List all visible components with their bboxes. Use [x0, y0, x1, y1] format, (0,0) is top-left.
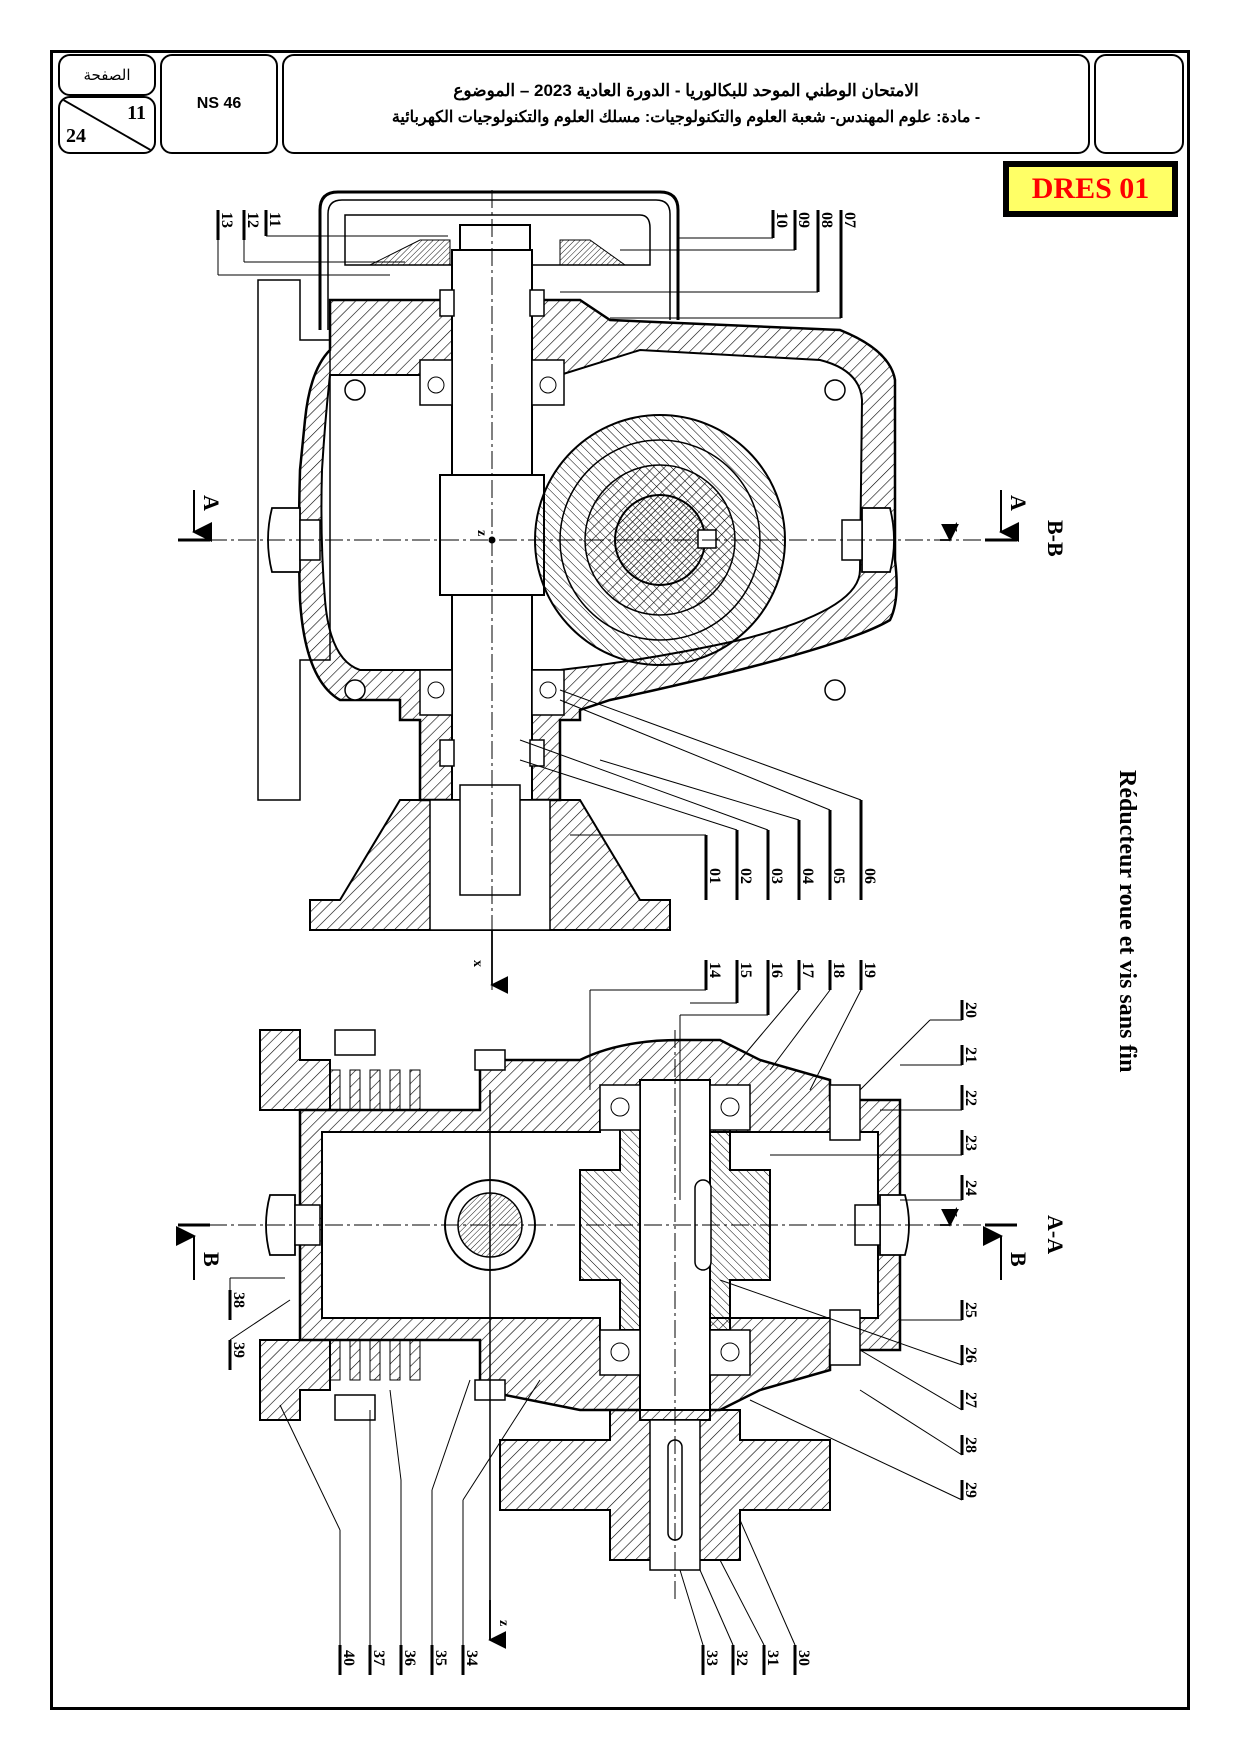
callout-06: 06: [861, 868, 878, 884]
callout-15: 15: [737, 962, 754, 978]
splined-shaft-end: [459, 784, 521, 896]
callout-12: 12: [244, 212, 261, 228]
callout-03: 03: [768, 868, 785, 884]
callout-04: 04: [799, 868, 816, 884]
blank-header-box: [1094, 54, 1184, 154]
callout-11: 11: [266, 212, 283, 227]
axis-z-label-aa: z: [496, 1620, 511, 1626]
page-current: 11: [127, 102, 146, 124]
page-number-box: 11 24: [58, 96, 156, 154]
seal-bottom: [439, 739, 455, 767]
cut-letter-b-left: B: [199, 1252, 224, 1267]
key: [697, 529, 717, 549]
callout-38: 38: [230, 1292, 247, 1308]
callout-18: 18: [830, 962, 847, 978]
callout-19: 19: [861, 962, 878, 978]
callout-22: 22: [962, 1090, 979, 1106]
page-label-box: الصفحة: [58, 54, 156, 96]
callout-40: 40: [340, 1650, 357, 1666]
callout-13: 13: [218, 212, 235, 228]
section-bb-label: B-B: [1043, 520, 1068, 557]
callout-31: 31: [764, 1650, 781, 1666]
callout-36: 36: [401, 1650, 418, 1666]
callout-20: 20: [962, 1002, 979, 1018]
callouts-bb-top-right: [560, 210, 843, 319]
exam-title-box: الامتحان الوطني الموحد للبكالوريا - الدو…: [282, 54, 1090, 154]
page-label: الصفحة: [83, 67, 131, 84]
callouts-aa-bottom-left: [279, 1379, 541, 1675]
exam-title-line1: الامتحان الوطني الموحد للبكالوريا - الدو…: [453, 81, 919, 100]
page-divider-line: [60, 98, 154, 152]
callout-08: 08: [818, 212, 835, 228]
section-bb-view: [178, 190, 1019, 994]
fan-cover: [318, 190, 680, 330]
document-reference: DRES 01: [1008, 166, 1173, 212]
callout-21: 21: [962, 1047, 979, 1063]
exam-title-line2: - مادة: علوم المهندس- شعبة العلوم والتكن…: [391, 109, 981, 126]
callouts-aa-left: [228, 1277, 291, 1370]
cut-letter-a-left: A: [199, 495, 224, 511]
callout-27: 27: [962, 1392, 979, 1408]
callout-07: 07: [841, 212, 858, 228]
page-frame: [50, 50, 1190, 1710]
callout-14: 14: [706, 962, 723, 978]
callout-17: 17: [799, 962, 816, 978]
seal-top: [439, 289, 455, 317]
callout-25: 25: [962, 1302, 979, 1318]
cooling-fins: [329, 1069, 421, 1381]
callout-23: 23: [962, 1135, 979, 1151]
callout-32: 32: [733, 1650, 750, 1666]
callout-10: 10: [773, 212, 790, 228]
bearing-top: [419, 359, 565, 406]
callouts-bb-top-left: [216, 210, 448, 276]
axis-z-label-bb: z: [474, 530, 489, 536]
callouts-aa-right: [719, 1000, 964, 1501]
exam-code-box: NS 46: [160, 54, 278, 154]
callout-26: 26: [962, 1347, 979, 1363]
axis-y-label-bb: Y: [944, 522, 959, 532]
cut-letter-b-right: B: [1006, 1252, 1031, 1267]
callout-30: 30: [795, 1650, 812, 1666]
callout-16: 16: [768, 962, 785, 978]
callout-34: 34: [463, 1650, 480, 1666]
exam-code: NS 46: [196, 95, 242, 112]
bearing-bottom: [419, 669, 565, 716]
section-aa-label: A-A: [1043, 1215, 1068, 1254]
callouts-aa-top: [589, 960, 863, 1200]
callout-05: 05: [830, 868, 847, 884]
callout-39: 39: [230, 1342, 247, 1358]
cut-letter-a-right: A: [1006, 495, 1031, 511]
callouts-aa-bottom-right: [679, 1519, 797, 1675]
callout-29: 29: [962, 1482, 979, 1498]
callouts-bb-right: [519, 689, 863, 900]
fan: [344, 214, 651, 266]
callout-24: 24: [962, 1180, 979, 1196]
callout-01: 01: [706, 868, 723, 884]
axis-y-label-aa: Y: [944, 1207, 959, 1217]
callout-02: 02: [737, 868, 754, 884]
callout-28: 28: [962, 1437, 979, 1453]
mounting-leg: [257, 279, 331, 801]
callout-37: 37: [370, 1650, 387, 1666]
callout-09: 09: [795, 212, 812, 228]
callout-33: 33: [703, 1650, 720, 1666]
section-aa-view: [176, 1029, 1017, 1649]
callout-35: 35: [432, 1650, 449, 1666]
page-total: 24: [66, 125, 86, 147]
axis-x-label: x: [470, 960, 485, 967]
document-reference-badge: DRES 01: [1003, 161, 1178, 217]
